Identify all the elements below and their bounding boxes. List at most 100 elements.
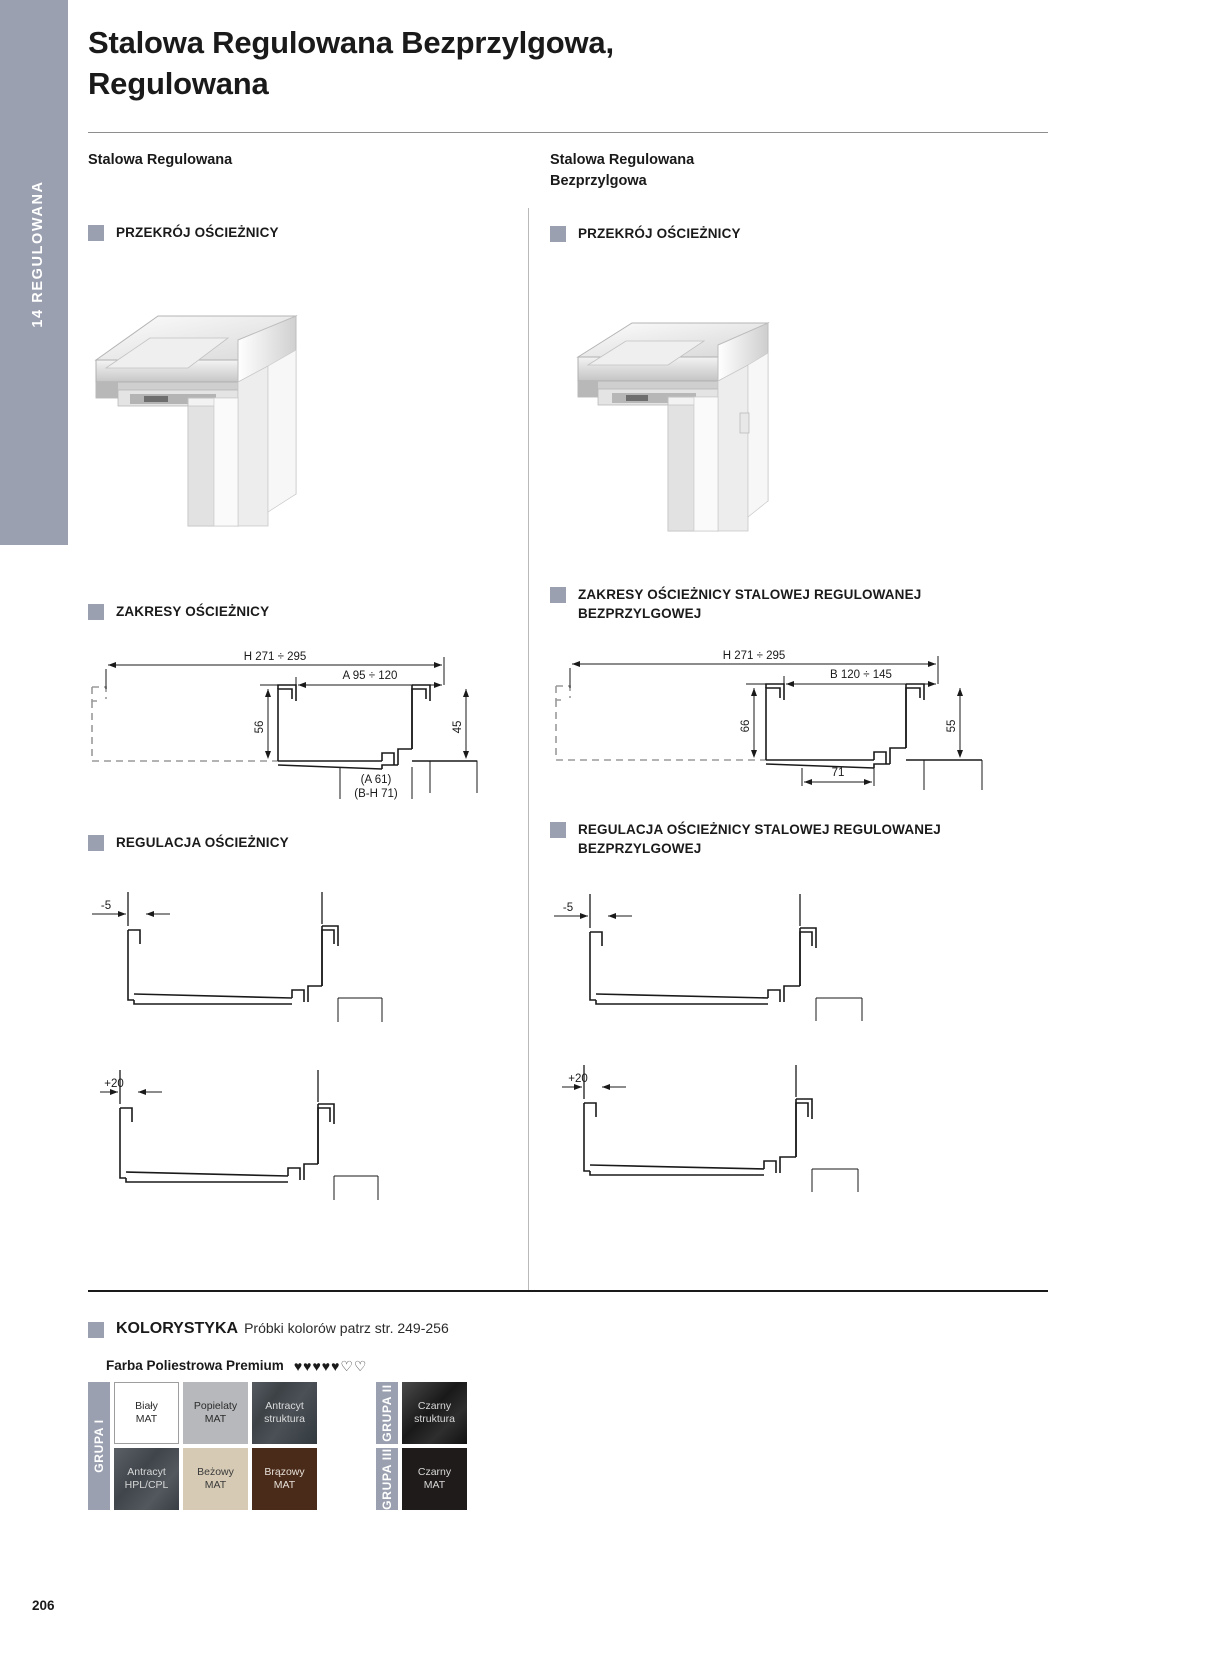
dim-note-71: 71 (832, 767, 845, 779)
bullet-square-icon (88, 835, 104, 852)
dim-height-left: 56 (254, 721, 266, 734)
swatch-label-line1: Antracyt (265, 1400, 304, 1413)
swatch-czarny-struktura[interactable]: Czarny struktura (402, 1382, 467, 1444)
dim-height-right: 45 (452, 721, 464, 734)
group-tab-1-label: GRUPA I (92, 1419, 107, 1473)
group-tab-3: GRUPA III (376, 1448, 398, 1510)
right-section-przekroj: PRZEKRÓJ OŚCIEŻNICY (550, 224, 1050, 243)
dim-adjust-plus: +20 (104, 1078, 124, 1090)
swatch-label-line1: Antracyt (127, 1466, 166, 1479)
swatch-czarny-mat[interactable]: Czarny MAT (402, 1448, 467, 1510)
right-section-przekroj-label: PRZEKRÓJ OŚCIEŻNICY (578, 226, 741, 242)
dim-h-range-right: H 271 ÷ 295 (723, 650, 786, 662)
kolorystyka-subtitle: Próbki kolorów patrz str. 249-256 (244, 1320, 449, 1336)
left-regulacja-drawing-minus: -5 (82, 872, 528, 1023)
swatch-label: Czarny struktura (411, 1400, 458, 1426)
page-title-line2: Regulowana (88, 66, 269, 102)
group-tab-2: GRUPA II (376, 1382, 398, 1444)
swatch-antracyt-hpl-cpl[interactable]: Antracyt HPL/CPL (114, 1448, 179, 1510)
swatch-label: Czarny MAT (415, 1466, 454, 1492)
dim-h-range: H 271 ÷ 295 (244, 651, 307, 663)
group-block-2: GRUPA II Czarny struktura (376, 1382, 467, 1444)
swatch-label-line1: Biały (135, 1400, 158, 1413)
swatch-popielaty-mat[interactable]: Popielaty MAT (183, 1382, 248, 1444)
page-title: Stalowa Regulowana Bezprzylgowa, Regulow… (88, 22, 948, 104)
durability-rating-icon: ♥♥♥♥♥♡♡ (293, 1357, 368, 1374)
swatch-label: Antracyt struktura (261, 1400, 308, 1426)
swatch-label-line1: Brązowy (264, 1466, 305, 1479)
dim-adjust-minus: -5 (101, 900, 111, 912)
farba-label: Farba Poliestrowa Premium (106, 1358, 284, 1373)
left-regulacja-drawing-plus: +20 (82, 1050, 528, 1201)
page-number: 206 (32, 1598, 55, 1613)
group-tab-2-label: GRUPA II (380, 1384, 395, 1442)
swatch-row: Czarny struktura (402, 1382, 467, 1444)
right-regulacja-line1: REGULACJA OŚCIEŻNICY STALOWEJ REGULOWANE… (578, 821, 941, 837)
side-tab-label: 14 REGULOWANA (30, 180, 46, 328)
farba-row: Farba Poliestrowa Premium ♥♥♥♥♥♡♡ (106, 1358, 367, 1373)
column-divider (528, 208, 529, 1290)
right-product-title-line2: Bezprzylgowa (550, 173, 647, 190)
left-frame-photo (88, 294, 528, 554)
right-frame-photo (572, 295, 1050, 555)
right-section-regulacja: REGULACJA OŚCIEŻNICY STALOWEJ REGULOWANE… (550, 820, 1050, 858)
dim-a-range: A 95 ÷ 120 (343, 670, 398, 682)
dim-note-bh: (B-H 71) (354, 788, 398, 800)
left-zakresy-drawing: H 271 ÷ 295 A 95 ÷ 120 56 (82, 643, 528, 803)
group-tab-3-label: GRUPA III (380, 1448, 395, 1510)
right-zakresy-drawing: H 271 ÷ 295 B 120 ÷ 145 66 (544, 642, 1050, 792)
left-section-regulacja: REGULACJA OŚCIEŻNICY (88, 833, 528, 852)
bullet-square-icon (88, 604, 104, 621)
title-divider (88, 132, 1048, 133)
side-tab: 14 REGULOWANA (0, 0, 68, 545)
left-product-title: Stalowa Regulowana (88, 152, 233, 168)
bullet-square-icon (88, 1322, 104, 1338)
swatch-bezowy-mat[interactable]: Beżowy MAT (183, 1448, 248, 1510)
group-tab-1: GRUPA I (88, 1382, 110, 1510)
dim-height-right-right: 55 (946, 719, 958, 732)
swatch-label-line1: Czarny (417, 1466, 452, 1479)
swatch-label: Beżowy MAT (194, 1466, 237, 1492)
swatch-label-line2: MAT (204, 1413, 227, 1425)
swatch-label-line2: MAT (204, 1479, 227, 1491)
dim-height-left-right: 66 (740, 719, 752, 732)
right-regulacja-line2: BEZPRZYLGOWEJ (578, 840, 702, 856)
swatch-label-line2: MAT (423, 1479, 446, 1491)
swatch-label-line2: HPL/CPL (124, 1479, 169, 1491)
dim-adjust-minus-right: -5 (563, 902, 573, 914)
left-section-zakresy: ZAKRESY OŚCIEŻNICY (88, 602, 528, 621)
kolorystyka-divider (88, 1290, 1048, 1292)
bullet-square-icon (550, 226, 566, 243)
right-zakresy-line1: ZAKRESY OŚCIEŻNICY STALOWEJ REGULOWANEJ (578, 587, 922, 603)
swatch-label-line2: MAT (273, 1479, 296, 1491)
bullet-square-icon (550, 821, 566, 838)
bullet-square-icon (88, 225, 104, 242)
left-section-zakresy-label: ZAKRESY OŚCIEŻNICY (116, 604, 270, 620)
swatch-label: Brązowy MAT (261, 1466, 307, 1492)
right-product-title: Stalowa Regulowana Bezprzylgowa (550, 150, 1050, 192)
bullet-square-icon (550, 587, 566, 604)
left-section-regulacja-label: REGULACJA OŚCIEŻNICY (116, 835, 289, 851)
swatch-row: Antracyt HPL/CPL Beżowy MAT Brązowy (114, 1448, 317, 1510)
right-product-title-line1: Stalowa Regulowana (550, 152, 695, 168)
swatch-label-line2: struktura (264, 1413, 305, 1425)
swatch-label: Popielaty MAT (191, 1400, 240, 1426)
left-section-przekroj: PRZEKRÓJ OŚCIEŻNICY (88, 223, 528, 242)
swatch-label: Biały MAT (132, 1400, 161, 1426)
swatch-label-line1: Czarny (417, 1400, 452, 1413)
right-section-zakresy-label: ZAKRESY OŚCIEŻNICY STALOWEJ REGULOWANEJ … (578, 585, 921, 623)
dim-note-a: (A 61) (361, 774, 392, 786)
page-title-line1: Stalowa Regulowana Bezprzylgowa, (88, 25, 614, 60)
swatch-row: Czarny MAT (402, 1448, 467, 1510)
swatch-label-line1: Popielaty (193, 1400, 238, 1413)
swatch-label-line2: struktura (414, 1413, 455, 1425)
swatch-bialy-mat[interactable]: Biały MAT (114, 1382, 179, 1444)
right-section-zakresy: ZAKRESY OŚCIEŻNICY STALOWEJ REGULOWANEJ … (550, 585, 1050, 623)
swatch-label-line2: MAT (135, 1413, 158, 1425)
swatch-antracyt-struktura[interactable]: Antracyt struktura (252, 1382, 317, 1444)
right-regulacja-drawing-plus: +20 (544, 1047, 1050, 1192)
dim-b-range: B 120 ÷ 145 (830, 669, 892, 681)
right-column: Stalowa Regulowana Bezprzylgowa PRZEKRÓJ… (550, 150, 1050, 1192)
swatch-brazowy-mat[interactable]: Brązowy MAT (252, 1448, 317, 1510)
